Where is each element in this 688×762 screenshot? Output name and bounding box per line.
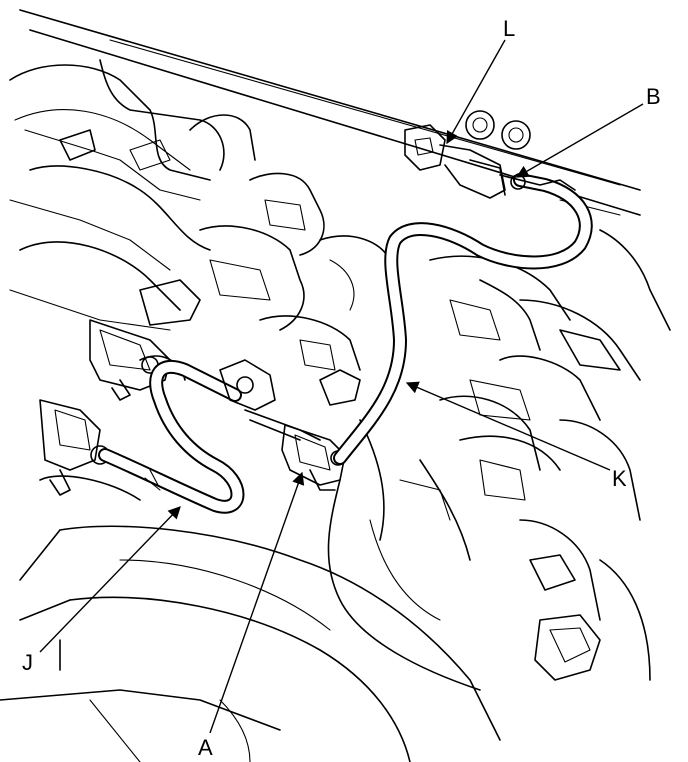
leader-lines (39, 39, 644, 734)
leader-k (405, 381, 611, 471)
fitting-lb (404, 110, 576, 199)
callout-j: J (22, 650, 33, 675)
callout-k: K (612, 466, 627, 491)
hose-j (98, 359, 245, 514)
callout-b: B (646, 84, 661, 109)
leader-j (39, 506, 181, 653)
leader-b (515, 103, 644, 178)
leader-a (209, 471, 305, 734)
leader-l (446, 39, 506, 145)
connector-a (219, 359, 346, 491)
callout-l: L (503, 16, 515, 41)
hose-k (333, 173, 593, 465)
engine-bay-outline (0, 9, 671, 762)
callout-a: A (198, 735, 213, 760)
